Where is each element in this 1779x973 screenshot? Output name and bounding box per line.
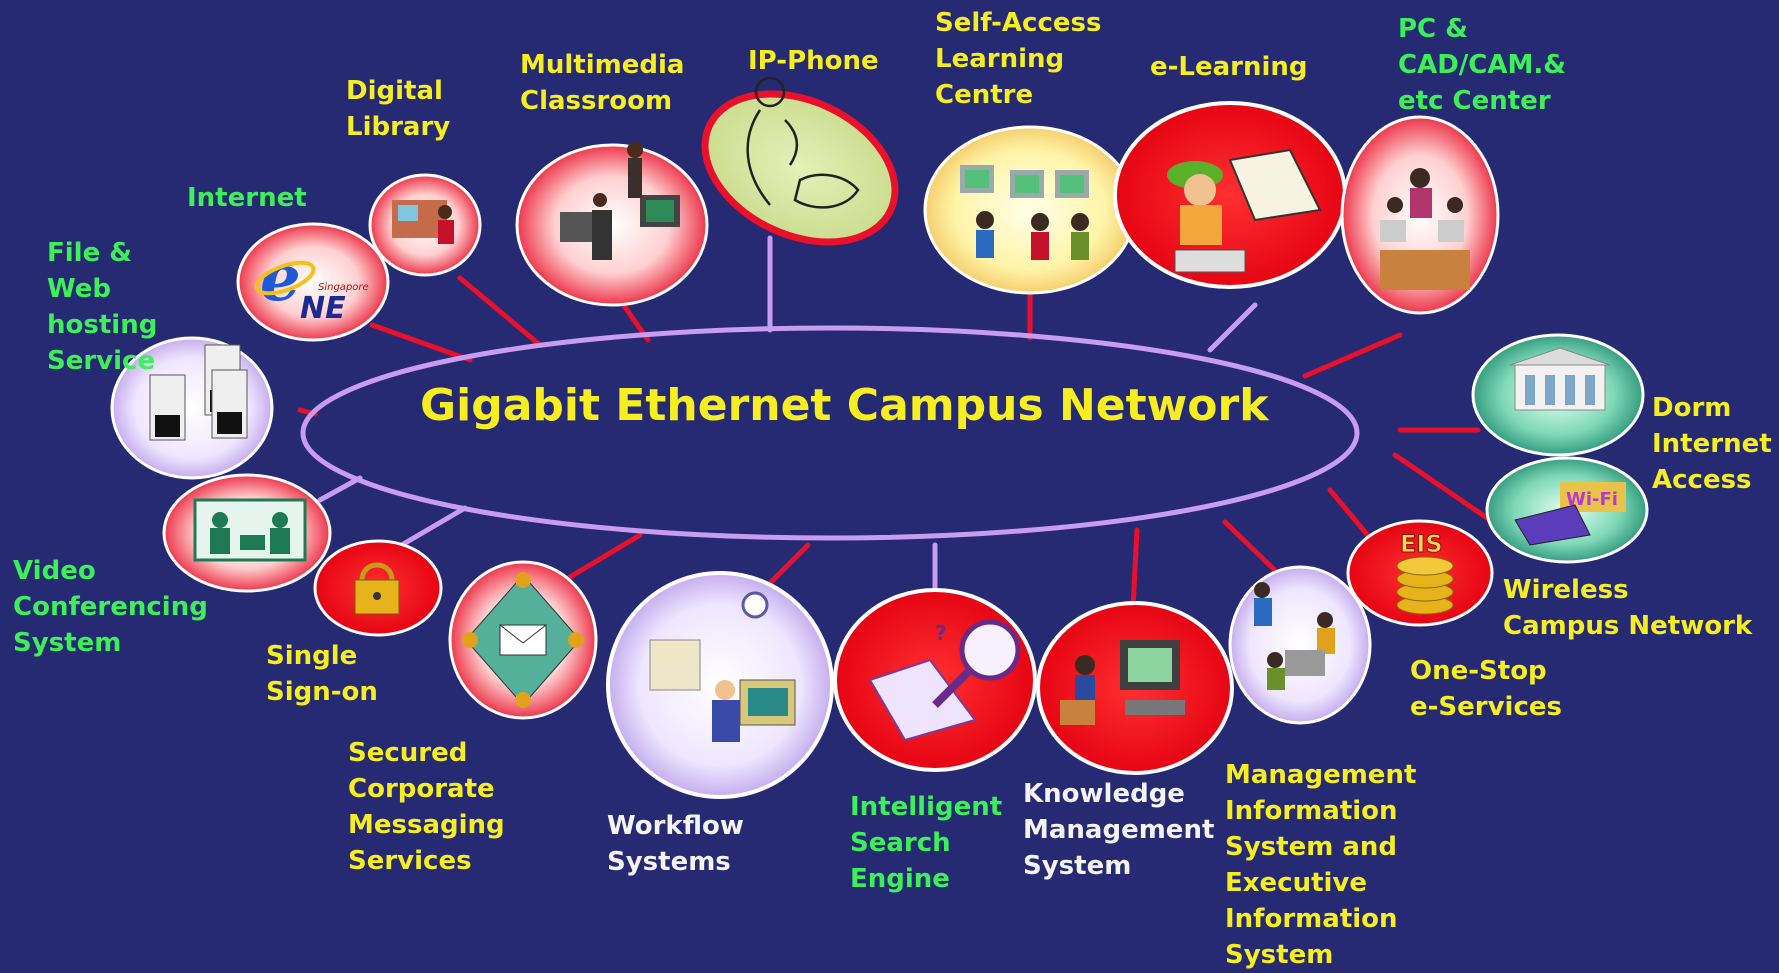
- center-title: Gigabit Ethernet Campus Network: [420, 380, 1269, 431]
- label-messaging: Secured Corporate Messaging Services: [348, 738, 505, 876]
- link-wireless: [1392, 452, 1493, 523]
- label-e-learning: e-Learning: [1150, 52, 1308, 82]
- node-digital-library[interactable]: [368, 173, 482, 277]
- label-digital-library: Digital Library: [346, 76, 451, 142]
- node-internet[interactable]: e NE Singapore: [236, 222, 390, 342]
- label-search: Intelligent Search Engine: [850, 792, 1003, 894]
- office-meeting-icon: [1254, 582, 1335, 690]
- label-wireless: Wireless Campus Network: [1503, 575, 1753, 641]
- eis-icon-text: EIS: [1400, 530, 1443, 558]
- node-multimedia-classroom[interactable]: [515, 142, 709, 307]
- node-ip-phone[interactable]: [681, 65, 919, 271]
- label-pc-cad: PC & CAD/CAM.& etc Center: [1398, 14, 1566, 116]
- wifi-icon-text: Wi-Fi: [1566, 489, 1618, 510]
- label-knowledge: Knowledge Management System: [1023, 779, 1215, 881]
- node-video[interactable]: [162, 473, 332, 593]
- student-reading-book-icon: [1167, 148, 1322, 273]
- node-wireless[interactable]: Wi-Fi: [1485, 456, 1649, 564]
- node-one-stop[interactable]: EIS: [1346, 519, 1494, 627]
- person-with-monitor-icon: [1060, 640, 1185, 725]
- link-e-learning: [1207, 302, 1258, 353]
- padlock-key-icon: [354, 562, 400, 615]
- svg-text:Singapore: Singapore: [318, 282, 369, 293]
- learning-centre-computers-icon: [960, 165, 1089, 260]
- node-hosting[interactable]: [110, 336, 274, 480]
- label-ip-phone: IP-Phone: [748, 46, 879, 76]
- worker-at-desk-icon: [649, 591, 796, 742]
- label-workflow: Workflow Systems: [607, 811, 744, 877]
- svg-text:?: ?: [935, 621, 947, 645]
- label-internet: Internet: [187, 183, 307, 213]
- link-internet: [369, 322, 473, 363]
- link-knowledge: [1130, 527, 1140, 611]
- magnifier-search-icon: ?: [868, 619, 1021, 742]
- link-video: [317, 475, 363, 503]
- node-pc-cad[interactable]: [1340, 115, 1500, 315]
- node-mis[interactable]: [1228, 565, 1372, 725]
- link-workflow: [760, 542, 811, 593]
- label-self-access: Self-Access Learning Centre: [935, 8, 1102, 110]
- server-towers-icon: [149, 344, 248, 441]
- label-video: Video Conferencing System: [13, 556, 208, 658]
- connector-lines: [297, 235, 1493, 611]
- link-pc-cad: [1302, 332, 1403, 379]
- node-dorm[interactable]: [1471, 333, 1645, 457]
- internet-explorer-singapore-one-icon: e NE Singapore: [254, 241, 369, 326]
- link-one-stop: [1327, 487, 1373, 541]
- label-multimedia-classroom: Multimedia Classroom: [520, 50, 685, 116]
- node-knowledge[interactable]: [1036, 601, 1234, 775]
- node-workflow[interactable]: [606, 571, 834, 799]
- label-hosting: File & Web hosting Service: [47, 238, 158, 376]
- node-sso[interactable]: [313, 539, 443, 637]
- label-dorm: Dorm Internet Access: [1652, 393, 1772, 495]
- dormitory-building-icon: [1509, 347, 1611, 411]
- coin-stack-icon: EIS: [1396, 530, 1454, 615]
- wifi-laptop-icon: Wi-Fi: [1514, 482, 1626, 546]
- link-digital-library: [457, 275, 543, 348]
- node-messaging[interactable]: [448, 560, 598, 720]
- link-sso: [397, 505, 468, 549]
- node-self-access[interactable]: [923, 125, 1137, 295]
- secure-envelope-icon: [462, 572, 584, 708]
- svg-text:e: e: [260, 241, 301, 316]
- link-messaging: [562, 532, 643, 583]
- computer-lab-people-icon: [1380, 168, 1470, 290]
- svg-text:NE: NE: [300, 291, 346, 326]
- phone-handset-icon: [746, 76, 860, 209]
- video-meeting-icon: [193, 498, 307, 562]
- label-sso: Single Sign-on: [266, 641, 378, 707]
- node-e-learning[interactable]: [1113, 101, 1347, 289]
- classroom-computers-icon: [560, 142, 680, 260]
- label-mis: Management Information System and Execut…: [1225, 760, 1417, 970]
- campus-network-ring: [300, 325, 1360, 541]
- person-at-computer-icon: [392, 200, 454, 244]
- label-one-stop: One-Stop e-Services: [1410, 656, 1562, 722]
- link-mis: [1222, 519, 1288, 583]
- node-search[interactable]: ?: [833, 588, 1037, 772]
